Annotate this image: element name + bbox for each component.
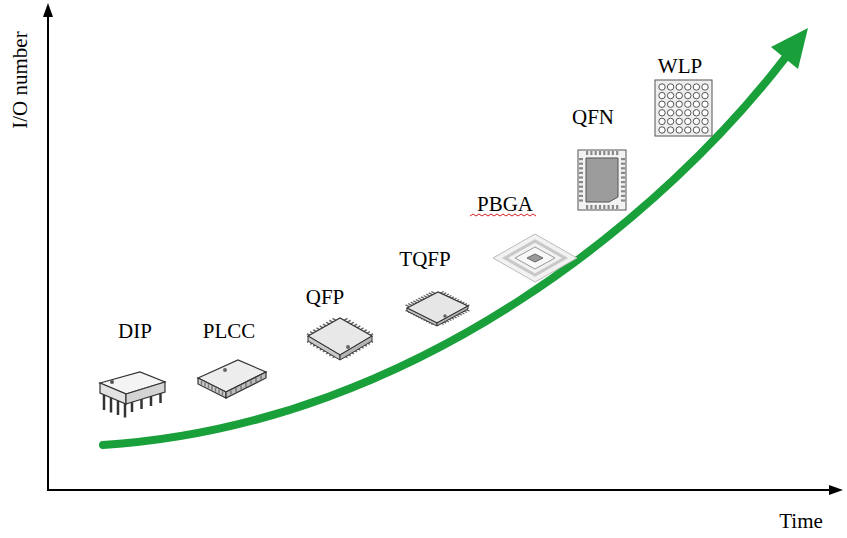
package-name: PBGA [477, 194, 533, 215]
tqfp-package [406, 291, 470, 326]
package-name: WLP [658, 56, 702, 77]
growth-arrow [103, 28, 808, 445]
dip-package [100, 372, 165, 418]
qfn-package [578, 150, 626, 210]
package-name: QFN [572, 107, 614, 128]
pbga-package [493, 234, 577, 282]
plcc-package [198, 360, 266, 398]
axis-title: I/O number [10, 31, 31, 128]
package-name: QFP [306, 287, 345, 308]
axes [43, 3, 843, 495]
package-name: DIP [118, 321, 152, 342]
package-name: TQFP [399, 249, 450, 270]
qfp-package [307, 318, 373, 360]
axis-title: Time [779, 511, 823, 532]
package-name: PLCC [203, 321, 256, 342]
wlp-package [655, 80, 712, 136]
